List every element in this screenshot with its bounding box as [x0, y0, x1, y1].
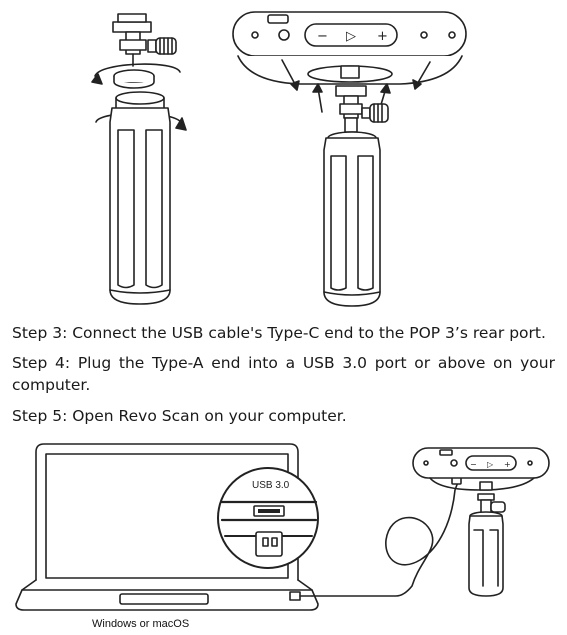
- mounting-illustration: − ▷ +: [91, 11, 467, 307]
- laptop-caption: Windows or macOS: [92, 618, 190, 630]
- step-3-text: Step 3: Connect the USB cable's Type-C e…: [12, 324, 546, 342]
- usb-port-zoom: [217, 467, 319, 569]
- usb-cable: [289, 469, 462, 601]
- scanner-play-glyph: ▷: [346, 29, 356, 44]
- laptop-illustration: [15, 443, 319, 611]
- mini-scanner-plus: +: [504, 460, 511, 469]
- mini-scanner-play: ▷: [487, 460, 494, 469]
- step-5-text: Step 5: Open Revo Scan on your computer.: [12, 407, 347, 425]
- scanner-on-tripod: − ▷ +: [412, 447, 550, 597]
- tripod-unscrew-figure: [91, 13, 187, 305]
- scanner-plus-glyph: +: [377, 29, 388, 44]
- step-4-text: Step 4: Plug the Type-A end into a USB 3…: [12, 354, 555, 394]
- mini-scanner-minus: −: [470, 460, 477, 469]
- scanner-attach-figure: [232, 11, 467, 307]
- scanner-minus-glyph: −: [317, 29, 328, 44]
- usb-port-label: USB 3.0: [252, 480, 290, 491]
